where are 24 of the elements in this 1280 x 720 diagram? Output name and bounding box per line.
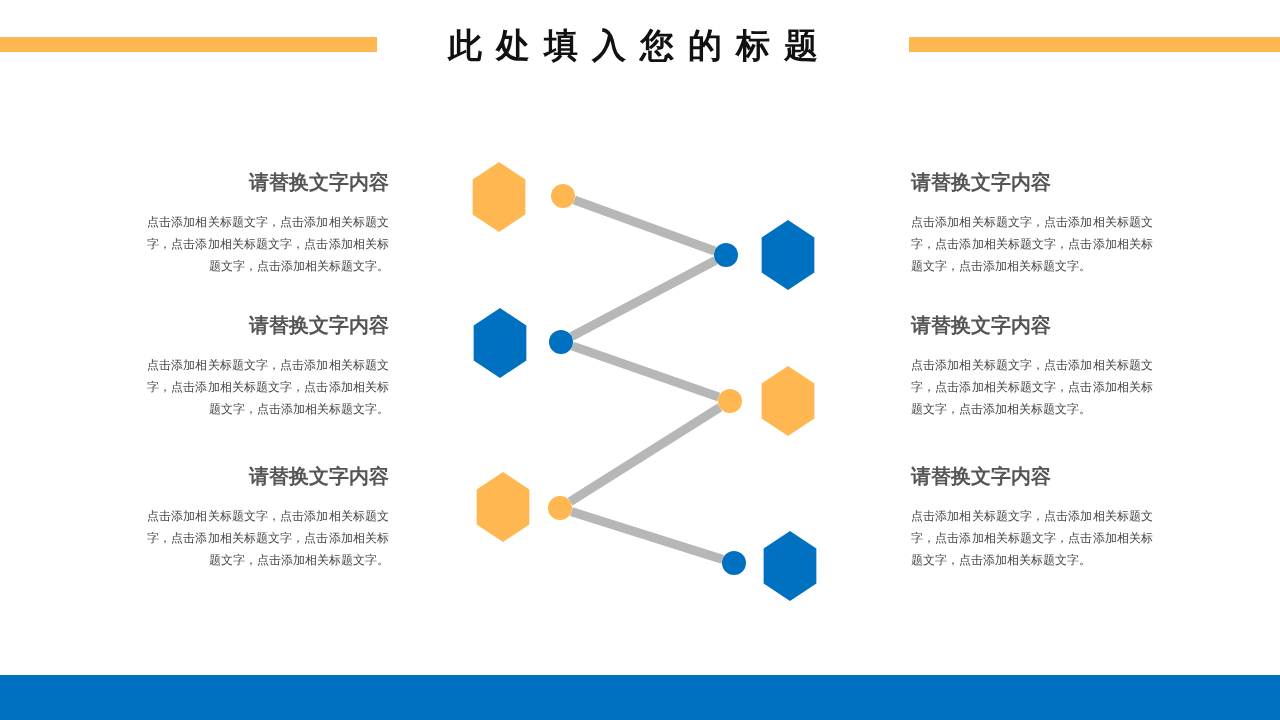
description-text: 点击添加相关标题文字，点击添加相关标题文字，点击添加相关标题文字，点击添加相关标题文字，点击添加相关标题文字。 bbox=[911, 357, 1153, 418]
section-heading: 请替换文字内容 bbox=[247, 463, 389, 490]
description-text: 点击添加相关标题文字，点击添加相关标题文字，点击添加相关标题文字，点击添加相关标题文字，点击添加相关标题文字。 bbox=[911, 508, 1153, 569]
connector-dot bbox=[714, 243, 738, 267]
section-heading: 请替换文字内容 bbox=[911, 463, 1052, 490]
connector-line bbox=[570, 507, 724, 564]
section-heading: 请替换文字内容 bbox=[247, 312, 389, 339]
connector-dot bbox=[551, 184, 575, 208]
connector-line bbox=[569, 256, 718, 341]
section-heading: 请替换文字内容 bbox=[911, 312, 1052, 339]
title: 此处填入您的标题 bbox=[446, 24, 833, 67]
connector-line bbox=[570, 341, 721, 402]
connector-dot bbox=[548, 496, 572, 520]
connector-line bbox=[567, 403, 723, 506]
connector-dot bbox=[718, 389, 742, 413]
description-text: 点击添加相关标题文字，点击添加相关标题文字，点击添加相关标题文字，点击添加相关标题文字，点击添加相关标题文字。 bbox=[911, 214, 1153, 275]
description-text: 点击添加相关标题文字，点击添加相关标题文字，点击添加相关标题文字，点击添加相关标题文字，点击添加相关标题文字。 bbox=[147, 214, 389, 275]
section-heading: 请替换文字内容 bbox=[247, 169, 389, 196]
section-heading: 请替换文字内容 bbox=[911, 169, 1052, 196]
connector-dot bbox=[722, 551, 746, 575]
connector-line bbox=[572, 195, 717, 256]
connector-dot bbox=[549, 330, 573, 354]
description-text: 点击添加相关标题文字，点击添加相关标题文字，点击添加相关标题文字，点击添加相关标题文字，点击添加相关标题文字。 bbox=[147, 508, 389, 569]
description-text: 点击添加相关标题文字，点击添加相关标题文字，点击添加相关标题文字，点击添加相关标题文字，点击添加相关标题文字。 bbox=[147, 357, 389, 418]
